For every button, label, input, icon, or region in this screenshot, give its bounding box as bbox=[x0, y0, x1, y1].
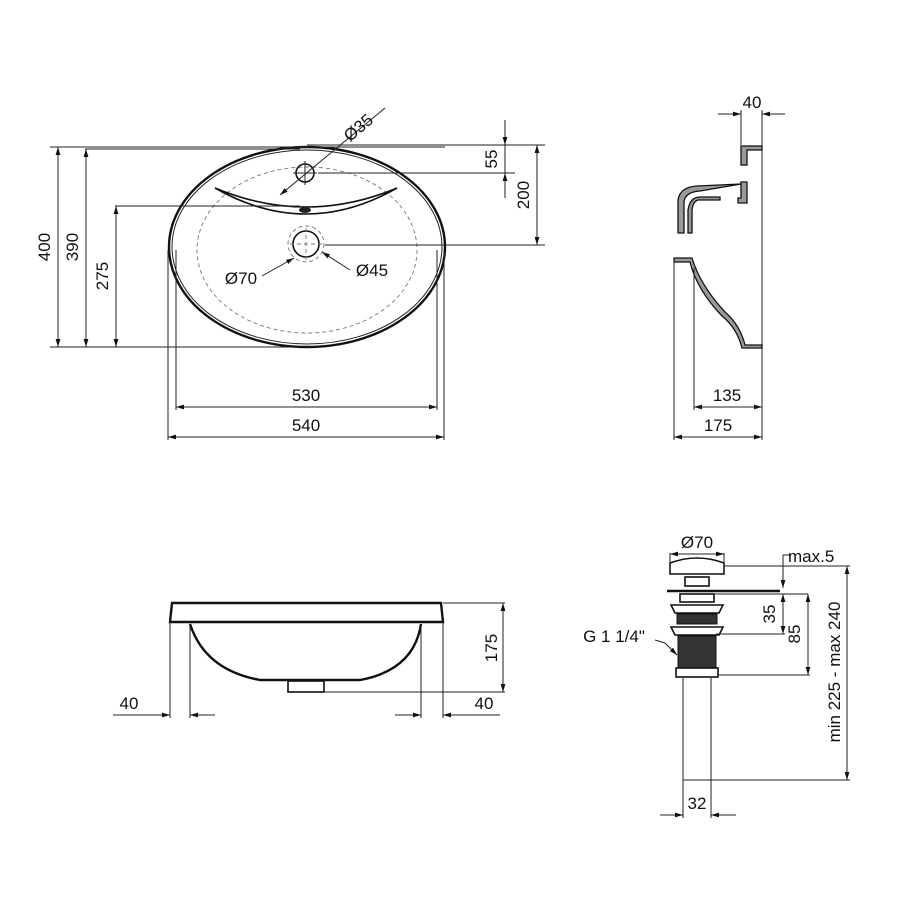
valve-cap bbox=[669, 557, 725, 575]
top-view: 400 390 275 Ø35 55 200 Ø70 Ø45 530 540 bbox=[35, 107, 545, 440]
dim-front-left-rim: 40 bbox=[120, 694, 139, 713]
rim-section bbox=[740, 145, 763, 166]
dim-total-width: 540 bbox=[292, 416, 320, 435]
dim-drain-offset: 200 bbox=[514, 181, 533, 209]
overflow-slot bbox=[214, 187, 398, 215]
valve-thread bbox=[677, 635, 717, 669]
dim-total-depth: 400 bbox=[35, 233, 54, 261]
basin-outline bbox=[167, 145, 447, 349]
dim-side-total-depth: 175 bbox=[704, 416, 732, 435]
front-bowl bbox=[188, 623, 423, 682]
dim-thread-label: G 1 1/4" bbox=[583, 627, 645, 646]
dim-upper-height: 35 bbox=[760, 605, 779, 624]
dim-rim-width: 40 bbox=[743, 93, 762, 112]
dim-inner-width: 530 bbox=[292, 386, 320, 405]
dim-drain-hole: Ø45 bbox=[356, 261, 388, 280]
drain-valve-view: Ø70 max.5 35 85 G 1 1/4" min 225 - max 2… bbox=[583, 533, 850, 818]
bowl-inner-outline bbox=[196, 166, 418, 334]
dim-side-bowl-depth: 135 bbox=[713, 386, 741, 405]
dim-thread-height: 85 bbox=[785, 625, 804, 644]
side-view: 40 135 175 bbox=[673, 93, 785, 440]
drain-outer bbox=[287, 225, 325, 263]
dim-bowl-depth: 275 bbox=[93, 262, 112, 290]
dim-inner-depth: 390 bbox=[63, 233, 82, 261]
dim-pipe-dia: 32 bbox=[688, 794, 707, 813]
front-view: 175 40 40 bbox=[113, 601, 506, 718]
bowl-section bbox=[673, 257, 763, 349]
front-drain bbox=[287, 680, 325, 693]
overflow-hole bbox=[299, 207, 311, 213]
dim-drain-outer: Ø70 bbox=[225, 269, 257, 288]
dim-front-height: 175 bbox=[482, 634, 501, 662]
dim-cap-gap: max.5 bbox=[788, 547, 834, 566]
dim-tap-offset: 55 bbox=[482, 150, 501, 169]
front-rim bbox=[168, 601, 445, 624]
dim-total-length: min 225 - max 240 bbox=[825, 602, 844, 743]
dim-front-right-rim: 40 bbox=[475, 694, 494, 713]
dim-cap-dia: Ø70 bbox=[681, 533, 713, 552]
